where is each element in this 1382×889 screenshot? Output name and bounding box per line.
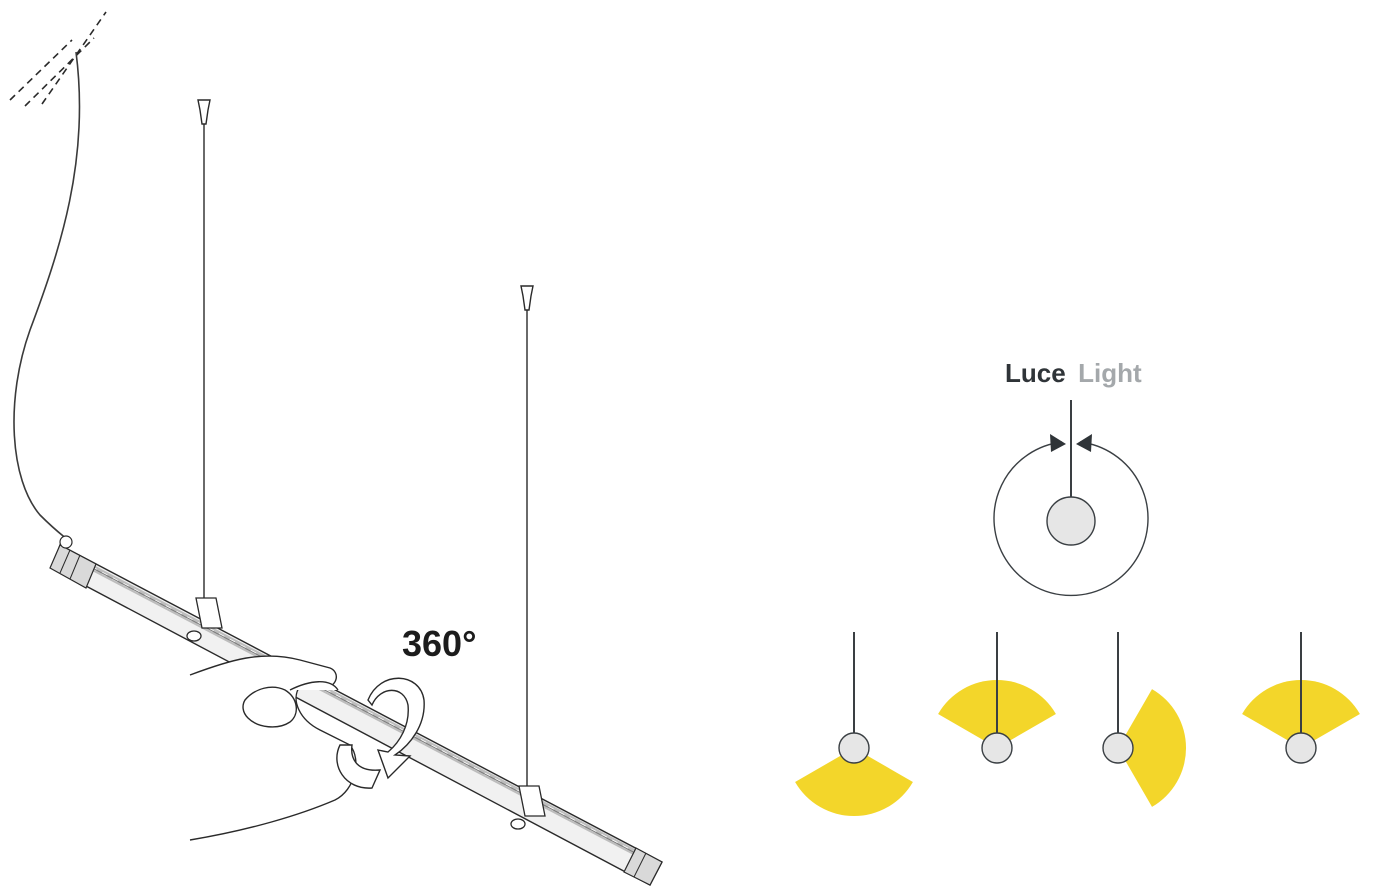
beam-examples xyxy=(795,632,1360,817)
pivot-circle-icon xyxy=(981,732,1013,764)
beam-sector-icon xyxy=(1118,689,1187,807)
rotation-label: 360° xyxy=(402,623,476,664)
beam-sector-icon xyxy=(795,748,913,817)
legend-title: Luce Light xyxy=(1005,358,1142,388)
pivot-circle-icon xyxy=(838,732,870,764)
led-tube xyxy=(49,535,663,886)
ring-arrowhead-right xyxy=(1076,434,1092,452)
legend-word-it: Luce xyxy=(1005,358,1066,388)
ring-arrowhead-left xyxy=(1050,434,1066,452)
rotation-ring xyxy=(993,441,1149,597)
legend-word-en: Light xyxy=(1078,358,1142,388)
rotation-arrow-icon xyxy=(336,677,425,789)
ceiling-hatch-icon xyxy=(9,11,107,107)
hanger-hook-icon xyxy=(197,99,211,600)
pivot-circle-icon xyxy=(1046,496,1096,546)
pivot-circle-icon xyxy=(1285,732,1317,764)
light-legend: Luce Light xyxy=(993,358,1149,597)
tube-clip xyxy=(186,597,223,642)
power-cable xyxy=(13,51,81,541)
hanger-hook-icon xyxy=(520,285,534,790)
hand-icon xyxy=(189,655,357,841)
tube-clip xyxy=(510,785,546,830)
pivot-circle-icon xyxy=(1102,732,1134,764)
